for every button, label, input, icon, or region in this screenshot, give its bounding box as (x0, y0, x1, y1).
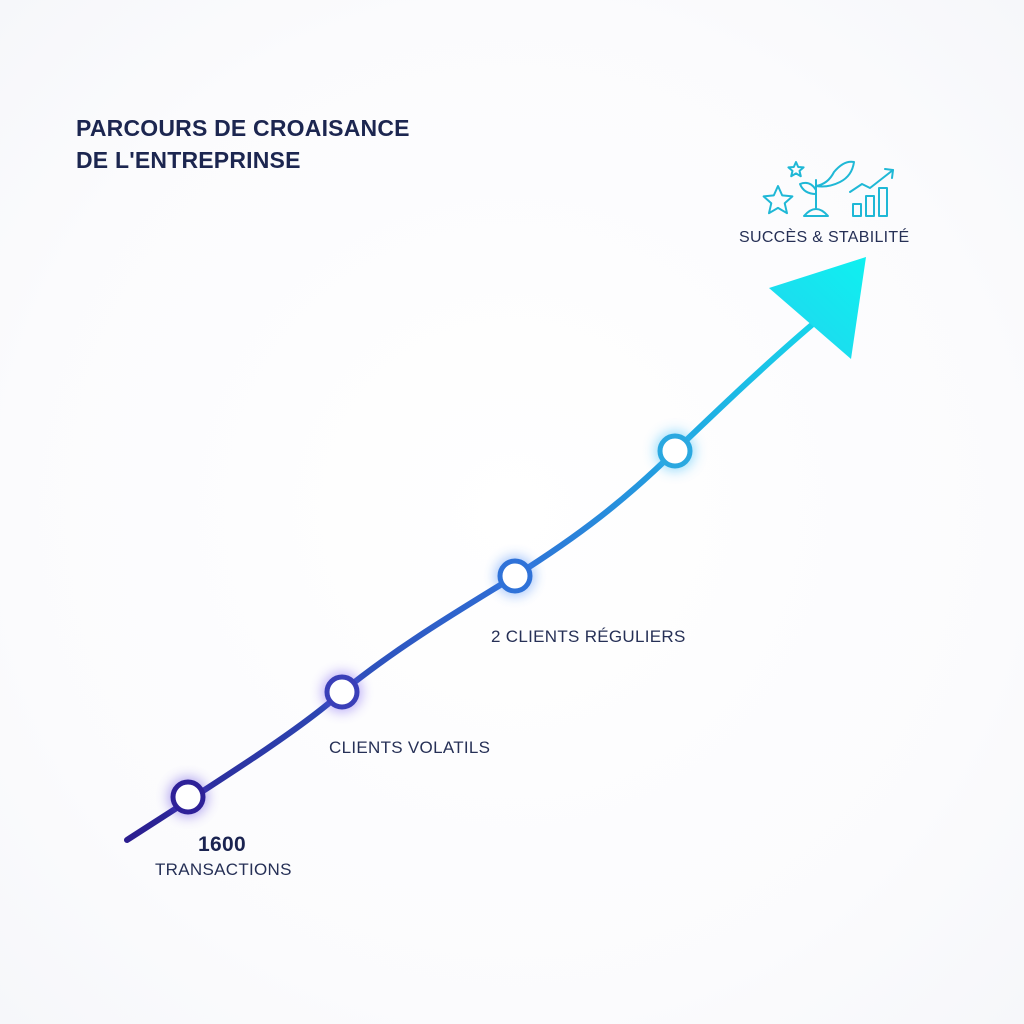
goal-label: SUCCÈS & STABILITÉ (739, 229, 910, 246)
milestone-node-volatile (322, 672, 362, 712)
page-title: PARCOURS DE CROAISANCE DE L'ENTREPRINSE (76, 112, 410, 176)
milestone-regular-label: 2 CLIENTS RÉGULIERS (491, 627, 686, 646)
milestone-start-value: 1600 (198, 833, 246, 856)
growth-arrow-head (769, 257, 866, 359)
growth-path-line (124, 315, 823, 843)
growth-chart-icon (849, 168, 894, 217)
milestone-volatile-label: CLIENTS VOLATILS (329, 738, 491, 757)
sprout-icon (799, 160, 855, 217)
milestone-node-start (168, 777, 208, 817)
star-icon (762, 185, 794, 215)
milestone-node-unlabeled (655, 431, 695, 471)
milestone-start-label: TRANSACTIONS (155, 860, 292, 879)
title-line-2: DE L'ENTREPRINSE (76, 147, 301, 173)
success-icons (762, 160, 894, 217)
title-line-1: PARCOURS DE CROAISANCE (76, 115, 410, 141)
small-star-icon (787, 161, 805, 178)
milestone-node-regular (495, 556, 535, 596)
